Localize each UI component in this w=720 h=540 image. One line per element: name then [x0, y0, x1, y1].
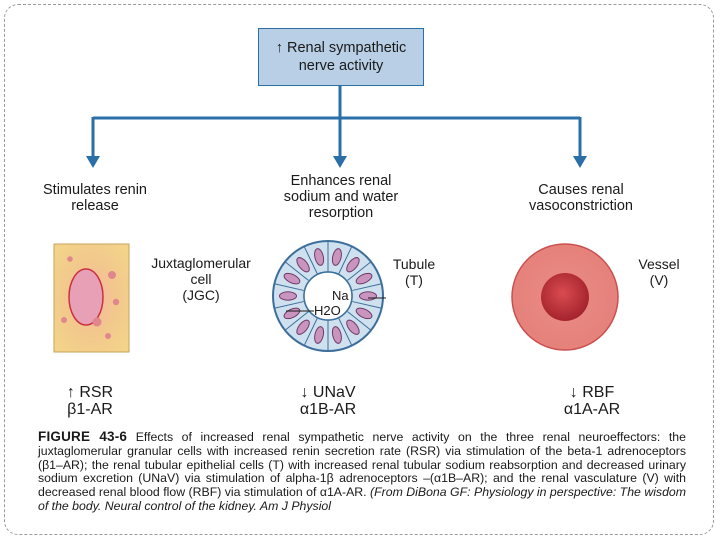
tubule-cell-divider	[274, 283, 304, 291]
tubule-cell-nucleus	[346, 319, 360, 335]
effect-line: α1B-AR	[299, 401, 357, 418]
heading-sodium-resorption: Enhances renal sodium and water resorpti…	[266, 173, 416, 221]
jgc-granule	[67, 256, 73, 262]
label-line: Juxtaglomerular	[151, 255, 251, 271]
label-line: cell	[190, 271, 212, 287]
arrowhead-left	[86, 156, 100, 168]
top-box-line1: ↑ Renal sympathetic	[275, 40, 407, 56]
tubule-cell-nucleus	[359, 291, 377, 301]
heading-line: vasoconstriction	[529, 198, 633, 214]
jgc-granule	[108, 271, 116, 279]
effect-line: ↑ RSR	[66, 384, 114, 401]
tubule-lumen-overlay	[303, 271, 353, 321]
top-box-line2: nerve activity	[298, 58, 384, 74]
heading-line: Enhances renal	[290, 173, 392, 189]
connector-arrows	[91, 86, 582, 158]
heading-vasoconstriction: Causes renal vasoconstriction	[508, 182, 654, 214]
jgc-granule	[92, 317, 102, 327]
tubule-cell-divider	[352, 301, 382, 309]
tubule-cell-nucleus	[296, 257, 310, 273]
jgc-granule	[112, 298, 120, 306]
tubule-cell-nucleus	[314, 248, 325, 266]
tubule-cell-divider	[338, 246, 353, 274]
heading-line: sodium and water	[283, 189, 399, 205]
tubule-cell-divider	[347, 261, 372, 281]
heading-renin-release: Stimulates renin release	[22, 182, 168, 214]
label-jgc: Juxtaglomerular cell (JGC)	[136, 255, 266, 303]
effect-line: ↓ UNaV	[300, 384, 356, 401]
slide-frame	[4, 4, 714, 535]
effect-rbf: ↓ RBF α1A-AR	[532, 384, 652, 418]
effect-rsr: ↑ RSR β1-AR	[30, 384, 150, 418]
vessel-illustration	[511, 243, 619, 351]
effect-unav: ↓ UNaV α1B-AR	[268, 384, 388, 418]
tubule-cell-nucleus	[331, 248, 342, 266]
label-vessel: Vessel (V)	[628, 256, 690, 288]
effect-line: ↓ RBF	[569, 384, 615, 401]
label-line: (V)	[649, 272, 669, 288]
label-tubule: Tubule (T)	[383, 256, 445, 288]
tubule-cell-divider	[274, 301, 304, 309]
label-na: Na	[332, 288, 349, 303]
tubule-cell-divider	[352, 283, 382, 291]
effect-line: α1A-AR	[563, 401, 621, 418]
tubule-cell-nucleus	[355, 272, 373, 285]
tubule-cell-nucleus	[296, 319, 310, 335]
caption-citation: (From DiBona GF: Physiology in perspecti…	[38, 485, 686, 513]
arrowhead-right	[573, 156, 587, 168]
tubule-cell-divider	[303, 246, 318, 274]
vessel-lumen	[541, 273, 589, 321]
tubule-cell-divider	[347, 311, 372, 331]
heading-line: release	[71, 198, 119, 214]
label-line: (JGC)	[182, 287, 220, 303]
tubule-cell-divider	[338, 318, 353, 346]
tubule-cell-nucleus	[283, 272, 301, 285]
tubule-cell-nucleus	[331, 326, 342, 344]
label-line: Tubule	[392, 256, 436, 272]
tubule-illustration	[272, 240, 384, 352]
jgc-granule	[105, 333, 111, 339]
arrowhead-center	[333, 156, 347, 168]
heading-line: resorption	[308, 205, 374, 221]
label-h2o: H2O	[314, 303, 341, 318]
tubule-cell-divider	[284, 261, 309, 281]
figure-label: FIGURE 43-6	[38, 429, 128, 444]
jgc-granule	[61, 317, 67, 323]
effect-line: β1-AR	[67, 401, 113, 418]
figure-caption: FIGURE 43-6 Effects of increased renal s…	[38, 430, 686, 514]
heading-line: Causes renal	[538, 182, 624, 198]
tubule-cell-nucleus	[279, 291, 297, 301]
tubule-cell-nucleus	[314, 326, 325, 344]
label-line: (T)	[405, 272, 423, 288]
tubule-cell-nucleus	[346, 257, 360, 273]
label-line: Vessel	[638, 256, 680, 272]
tubule-labels-lines	[286, 297, 386, 312]
tubule-cell-divider	[284, 311, 309, 331]
caption-text: Effects of increased renal sympathetic n…	[38, 430, 686, 500]
jgc-nucleus	[68, 268, 104, 326]
tubule-cell-divider	[303, 318, 318, 346]
sympathetic-activity-box: ↑ Renal sympathetic nerve activity	[258, 28, 424, 86]
heading-line: Stimulates renin	[43, 182, 147, 198]
jgc-cell-illustration	[53, 243, 130, 353]
tubule-cell-nucleus	[355, 307, 373, 320]
